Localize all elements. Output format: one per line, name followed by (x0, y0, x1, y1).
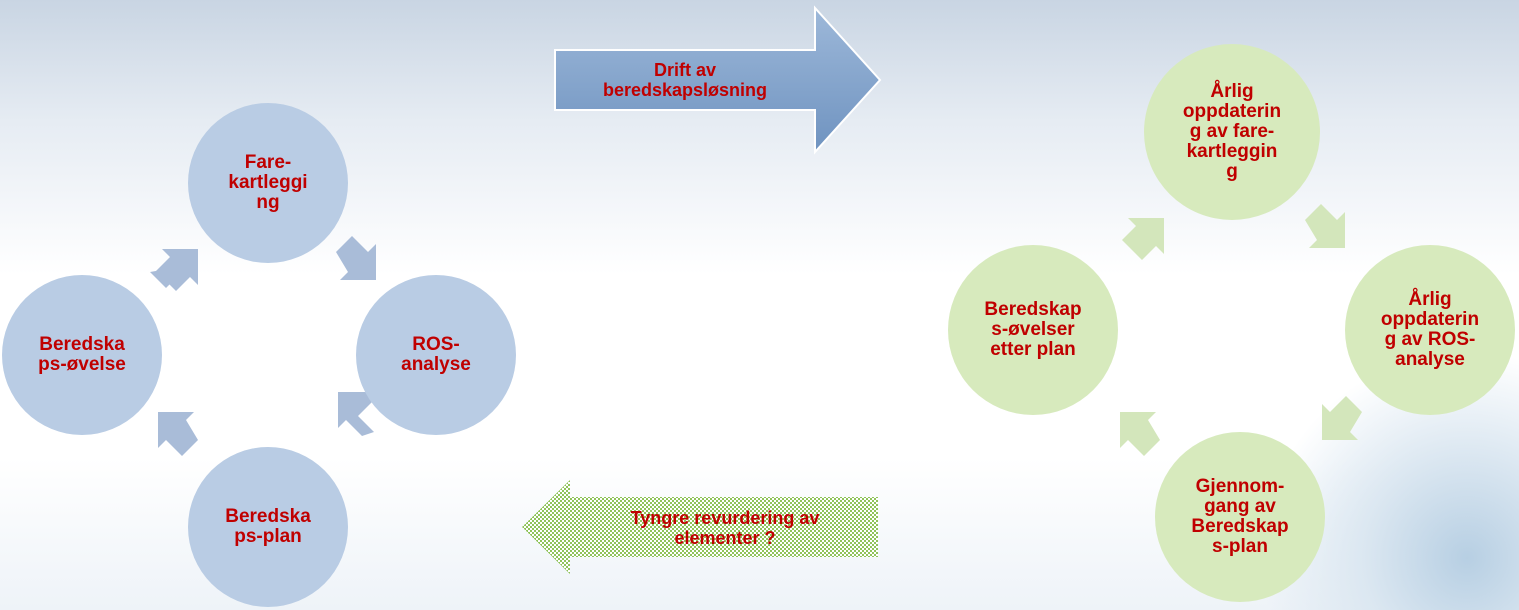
right-arrow-2 (1322, 396, 1362, 440)
node-arlig-ros-analyse: Årlig oppdaterin g av ROS- analyse (1345, 245, 1515, 415)
node-label: Årlig oppdaterin g av ROS- analyse (1380, 289, 1480, 370)
right-cycle-arrows (1120, 204, 1362, 456)
forward-arrow-label: Drift av beredskapsløsning (602, 60, 768, 100)
node-label: Beredskap s-øvelser etter plan (984, 299, 1082, 360)
node-gjennomgang-beredskapsplan: Gjennom- gang av Beredskap s-plan (1155, 432, 1325, 602)
right-arrow-3 (1120, 412, 1160, 456)
node-label: Fare- kartleggi ng (228, 152, 308, 213)
node-beredskapsovelse: Beredska ps-øvelse (2, 275, 162, 435)
node-beredskapsovelser: Beredskap s-øvelser etter plan (948, 245, 1118, 415)
node-arlig-fare-kartlegging: Årlig oppdaterin g av fare- kartleggin g (1144, 44, 1320, 220)
left-arrow-2 (338, 392, 374, 436)
left-cycle-arrows (150, 236, 376, 456)
right-arrow-4 (1122, 218, 1164, 260)
left-arrow-4b (156, 249, 198, 291)
backward-arrow-label: Tyngre revurdering av elementer ? (630, 508, 820, 548)
node-label: Beredska ps-øvelse (38, 334, 126, 375)
left-arrow-1 (336, 236, 376, 280)
node-label: Beredska ps-plan (225, 506, 311, 547)
right-arrow-1 (1305, 204, 1345, 248)
node-ros-analyse: ROS- analyse (356, 275, 516, 435)
forward-arrow-shape (554, 5, 882, 155)
node-fare-kartlegging: Fare- kartleggi ng (188, 103, 348, 263)
node-label: Gjennom- gang av Beredskap s-plan (1191, 476, 1289, 557)
node-label: Årlig oppdaterin g av fare- kartleggin g (1182, 81, 1282, 182)
node-beredskapsplan: Beredska ps-plan (188, 447, 348, 607)
backward-arrow-shape (522, 480, 878, 574)
left-arrow-3 (158, 412, 198, 456)
node-label: ROS- analyse (401, 334, 471, 375)
